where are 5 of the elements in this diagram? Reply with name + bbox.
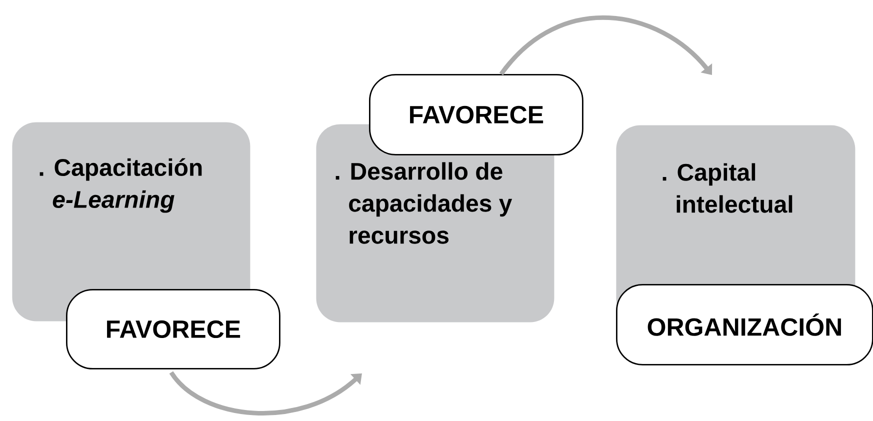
curved-arrow xyxy=(169,371,362,416)
label-box: FAVORECE xyxy=(369,74,584,156)
label-box: FAVORECE xyxy=(66,289,280,370)
label-box: ORGANIZACIÓN xyxy=(616,284,873,366)
curved-arrow xyxy=(499,16,712,76)
